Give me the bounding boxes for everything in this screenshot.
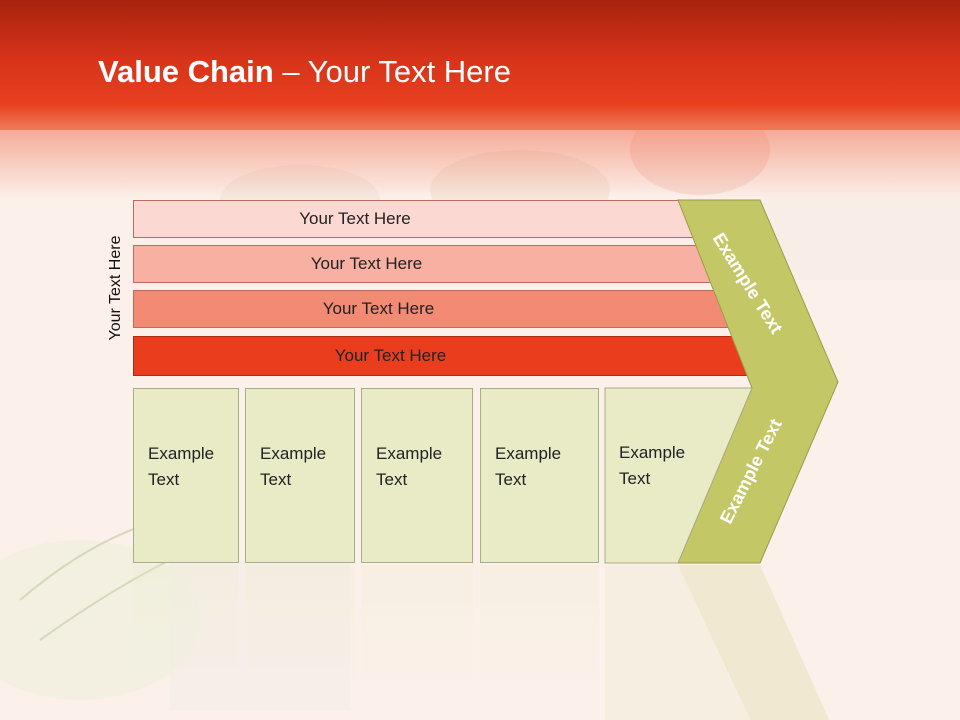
last-cell-shape [604, 387, 753, 564]
support-bar-3-label: Your Text Here [322, 299, 435, 318]
chevron-reflection [678, 565, 830, 720]
cell-reflection-1 [133, 565, 239, 690]
primary-cell-3: Example Text [361, 388, 473, 563]
primary-cell-2: Example Text [245, 388, 355, 563]
cell-5-line2: Text [619, 469, 651, 488]
cell-2-line1: Example [260, 444, 327, 463]
title-bold: Value Chain [98, 54, 274, 89]
primary-cell-1: Example Text [133, 388, 239, 563]
cell-3-line1: Example [376, 444, 443, 463]
support-bar-1: Your Text Here [133, 200, 693, 238]
support-bar-4-label: Your Text Here [334, 346, 447, 365]
cell-reflection-2 [245, 565, 355, 690]
support-bar-2: Your Text Here [133, 245, 716, 283]
support-bar-3: Your Text Here [133, 290, 740, 328]
slide-title: Value Chain – Your Text Here [98, 54, 511, 90]
title-rest: – Your Text Here [273, 54, 511, 89]
header-band [0, 0, 960, 130]
support-bar-2-label: Your Text Here [310, 254, 423, 273]
cell-5-line1: Example [619, 443, 686, 462]
cell-4-line2: Text [495, 470, 527, 489]
cell-reflection-4 [480, 565, 599, 690]
cell-4-line1: Example [495, 444, 562, 463]
cell-3-line2: Text [376, 470, 408, 489]
primary-cell-5: Example Text [605, 388, 705, 563]
header-fade [0, 128, 960, 198]
cell-reflection-3 [361, 565, 473, 690]
support-bar-4: Your Text Here [133, 336, 764, 376]
cell-1-line1: Example [148, 444, 215, 463]
support-bar-1-label: Your Text Here [299, 209, 411, 228]
cell-1-line2: Text [148, 470, 180, 489]
cell-2-line2: Text [260, 470, 292, 489]
primary-cell-4: Example Text [480, 388, 599, 563]
last-cell-reflection [605, 565, 752, 720]
